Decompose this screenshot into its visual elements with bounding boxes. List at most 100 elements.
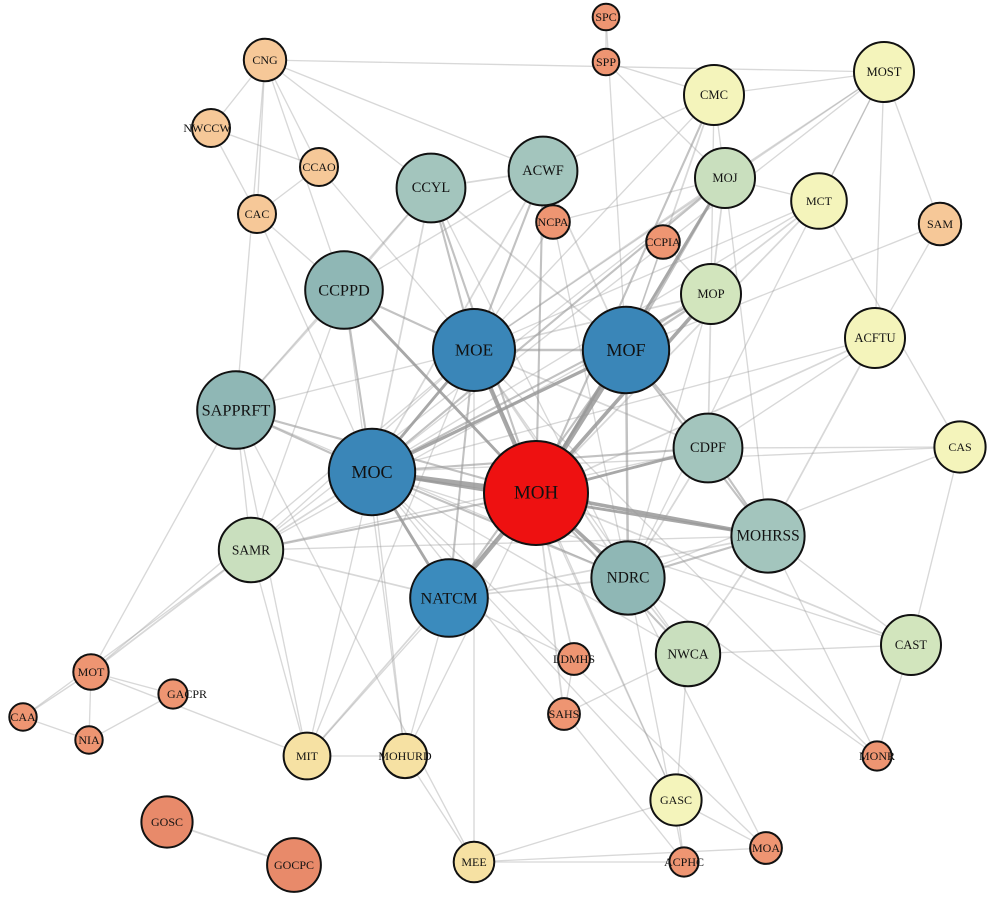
node-circle-spc[interactable]: [591, 2, 621, 32]
node-ndrc[interactable]: NDRC: [590, 540, 666, 616]
node-circle-ndrc[interactable]: [590, 540, 666, 616]
node-circle-sam[interactable]: [917, 201, 963, 247]
node-circle-nwca[interactable]: [654, 620, 722, 688]
node-circle-spp[interactable]: [591, 47, 621, 77]
node-sapprft[interactable]: SAPPRFT: [196, 370, 276, 450]
node-mohurd[interactable]: MOHURD: [378, 732, 432, 780]
node-circle-mct[interactable]: [790, 172, 848, 230]
node-circle-ccppd[interactable]: [304, 250, 384, 330]
node-circle-cmc[interactable]: [683, 64, 745, 126]
node-spp[interactable]: SPP: [591, 47, 621, 77]
node-circle-ccao[interactable]: [299, 147, 339, 187]
node-samr[interactable]: SAMR: [217, 516, 285, 584]
edge-monr-ndrc: [627, 577, 878, 757]
node-circle-ldmhs[interactable]: [557, 642, 591, 676]
node-ccppd[interactable]: CCPPD: [304, 250, 384, 330]
node-circle-mit[interactable]: [282, 731, 332, 781]
node-circle-gocpc[interactable]: [266, 837, 322, 893]
node-mee[interactable]: MEE: [452, 840, 496, 884]
node-circle-cas[interactable]: [933, 420, 987, 474]
node-mot[interactable]: MOT: [72, 653, 110, 691]
node-circle-cast[interactable]: [880, 614, 942, 676]
node-gocpc[interactable]: GOCPC: [266, 837, 322, 893]
node-nwccw[interactable]: NWCCW: [183, 108, 231, 148]
node-ncpa[interactable]: NCPA: [535, 204, 571, 240]
node-circle-acftu[interactable]: [844, 307, 906, 369]
node-circle-gasc[interactable]: [649, 773, 703, 827]
node-nwca[interactable]: NWCA: [654, 620, 722, 688]
node-circle-mot[interactable]: [72, 653, 110, 691]
node-circle-acphc[interactable]: [668, 846, 700, 878]
node-cas[interactable]: CAS: [933, 420, 987, 474]
edge-gasc-moe: [473, 349, 677, 801]
node-circle-moc[interactable]: [327, 427, 417, 517]
edge-moh-cmc: [534, 93, 716, 495]
node-circle-cdpf[interactable]: [672, 412, 744, 484]
node-moh[interactable]: MOH: [483, 440, 589, 546]
node-circle-ccpia[interactable]: [645, 224, 681, 260]
node-mof[interactable]: MOF: [581, 305, 671, 395]
node-circle-samr[interactable]: [217, 516, 285, 584]
node-nia[interactable]: NIA: [74, 725, 104, 755]
node-mit[interactable]: MIT: [282, 731, 332, 781]
node-circle-gacpr[interactable]: [157, 678, 189, 710]
node-natcm[interactable]: NATCM: [409, 558, 489, 638]
node-circle-mee[interactable]: [452, 840, 496, 884]
node-layer: SPC SPP CAA NIA GACPR MONR ACPHC LDMHS SAHS MOA NC…: [8, 2, 987, 893]
node-ccpia[interactable]: CCPIA: [645, 224, 681, 260]
node-moc[interactable]: MOC: [327, 427, 417, 517]
node-circle-sapprft[interactable]: [196, 370, 276, 450]
node-circle-mof[interactable]: [581, 305, 671, 395]
node-ccao[interactable]: CCAO: [299, 147, 339, 187]
node-mct[interactable]: MCT: [790, 172, 848, 230]
node-circle-sahs[interactable]: [547, 697, 581, 731]
node-moj[interactable]: MOJ: [694, 147, 756, 209]
node-ccyl[interactable]: CCYL: [395, 152, 467, 224]
edge-cdpf-cas: [707, 446, 961, 449]
node-acphc[interactable]: ACPHC: [664, 846, 704, 878]
node-spc[interactable]: SPC: [591, 2, 621, 32]
node-circle-natcm[interactable]: [409, 558, 489, 638]
node-label-most: MOST: [867, 65, 902, 79]
node-sam[interactable]: SAM: [917, 201, 963, 247]
node-circle-acwf[interactable]: [507, 135, 579, 207]
node-gacpr[interactable]: GACPR: [157, 678, 207, 710]
node-ldmhs[interactable]: LDMHS: [553, 642, 595, 676]
node-circle-monr[interactable]: [861, 740, 893, 772]
node-monr[interactable]: MONR: [859, 740, 895, 772]
node-circle-mohrss[interactable]: [730, 498, 806, 574]
node-circle-mohurd[interactable]: [381, 732, 429, 780]
node-circle-cng[interactable]: [242, 37, 288, 83]
node-circle-cac[interactable]: [237, 194, 277, 234]
node-cmc[interactable]: CMC: [683, 64, 745, 126]
node-gasc[interactable]: GASC: [649, 773, 703, 827]
node-circle-gosc[interactable]: [140, 795, 194, 849]
node-mop[interactable]: MOP: [680, 263, 742, 325]
node-acwf[interactable]: ACWF: [507, 135, 579, 207]
node-gosc[interactable]: GOSC: [140, 795, 194, 849]
node-circle-ncpa[interactable]: [535, 204, 571, 240]
node-circle-mop[interactable]: [680, 263, 742, 325]
node-circle-most[interactable]: [853, 41, 915, 103]
node-cac[interactable]: CAC: [237, 194, 277, 234]
node-circle-caa[interactable]: [8, 702, 38, 732]
node-moe[interactable]: MOE: [432, 308, 516, 392]
node-moa[interactable]: MOA: [749, 831, 783, 865]
node-circle-ccyl[interactable]: [395, 152, 467, 224]
node-caa[interactable]: CAA: [8, 702, 38, 732]
node-sahs[interactable]: SAHS: [547, 697, 581, 731]
node-cast[interactable]: CAST: [880, 614, 942, 676]
node-circle-moh[interactable]: [483, 440, 589, 546]
node-circle-moa[interactable]: [749, 831, 783, 865]
edge-sam-mof: [625, 223, 941, 351]
node-most[interactable]: MOST: [853, 41, 915, 103]
node-cng[interactable]: CNG: [242, 37, 288, 83]
node-circle-moj[interactable]: [694, 147, 756, 209]
node-acftu[interactable]: ACFTU: [844, 307, 906, 369]
node-mohrss[interactable]: MOHRSS: [730, 498, 806, 574]
node-circle-moe[interactable]: [432, 308, 516, 392]
node-circle-nwccw[interactable]: [191, 108, 231, 148]
node-cdpf[interactable]: CDPF: [672, 412, 744, 484]
edge-mohurd-moc: [371, 471, 406, 757]
node-circle-nia[interactable]: [74, 725, 104, 755]
